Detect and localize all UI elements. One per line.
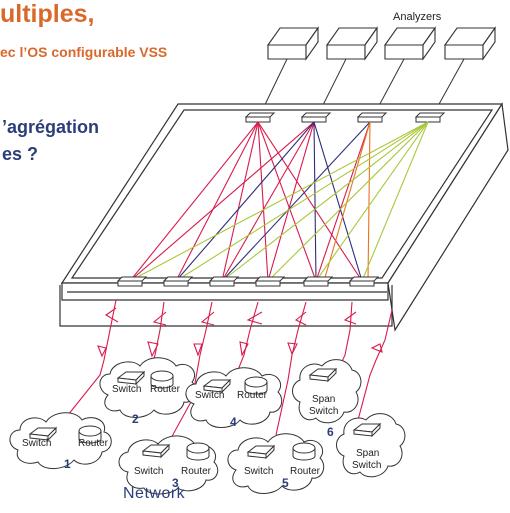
cloud-3-label-a: Switch	[134, 466, 163, 477]
analyzer-1	[266, 26, 320, 61]
heading-line-2: ec l’OS configurable VSS	[0, 44, 168, 60]
heading-line-3: ’agrégation	[2, 117, 100, 137]
cloud-7-label-a: Span	[356, 448, 379, 459]
cloud-4-label-a: Switch	[195, 390, 224, 401]
cloud-5-label-b: Router	[290, 466, 321, 477]
cloud-1-label-b: Router	[78, 438, 109, 449]
network-cloud-4	[185, 367, 283, 428]
network-cloud-6	[292, 359, 362, 424]
heading-line-4: es ?	[2, 144, 39, 164]
cloud-3-number: 3	[172, 476, 179, 490]
cloud-2-label-b: Router	[150, 384, 181, 395]
cloud-1-number: 1	[64, 457, 71, 471]
cloud-4-label-b: Router	[237, 390, 268, 401]
cloud-2-label-a: Switch	[112, 384, 141, 395]
cloud-3-label-b: Router	[181, 466, 212, 477]
cloud-5-label-a: Switch	[244, 466, 273, 477]
cloud-5-number: 5	[282, 476, 289, 490]
cloud-6-number: 6	[327, 425, 334, 439]
analyzer-2	[325, 26, 379, 61]
cloud-6-label-b: Switch	[309, 406, 338, 417]
network-cloud-1	[9, 412, 112, 469]
network-cloud-3	[118, 435, 219, 495]
network-cloud-5	[227, 433, 325, 494]
cloud-4-number: 4	[230, 415, 237, 429]
analyzer-3	[383, 26, 437, 61]
aggregation-device	[59, 102, 509, 332]
heading-line-1: ultiples,	[0, 0, 95, 28]
cloud-7-label-b: Switch	[352, 460, 381, 471]
network-cloud-7	[336, 413, 406, 478]
cloud-2-number: 2	[132, 412, 139, 426]
analyzers-label: Analyzers	[393, 11, 442, 23]
cloud-6-label-a: Span	[312, 394, 335, 405]
cloud-1-label-a: Switch	[22, 438, 51, 449]
network-cloud-2	[99, 357, 197, 418]
network-label: Network	[123, 485, 186, 502]
analyzer-4	[443, 26, 497, 61]
